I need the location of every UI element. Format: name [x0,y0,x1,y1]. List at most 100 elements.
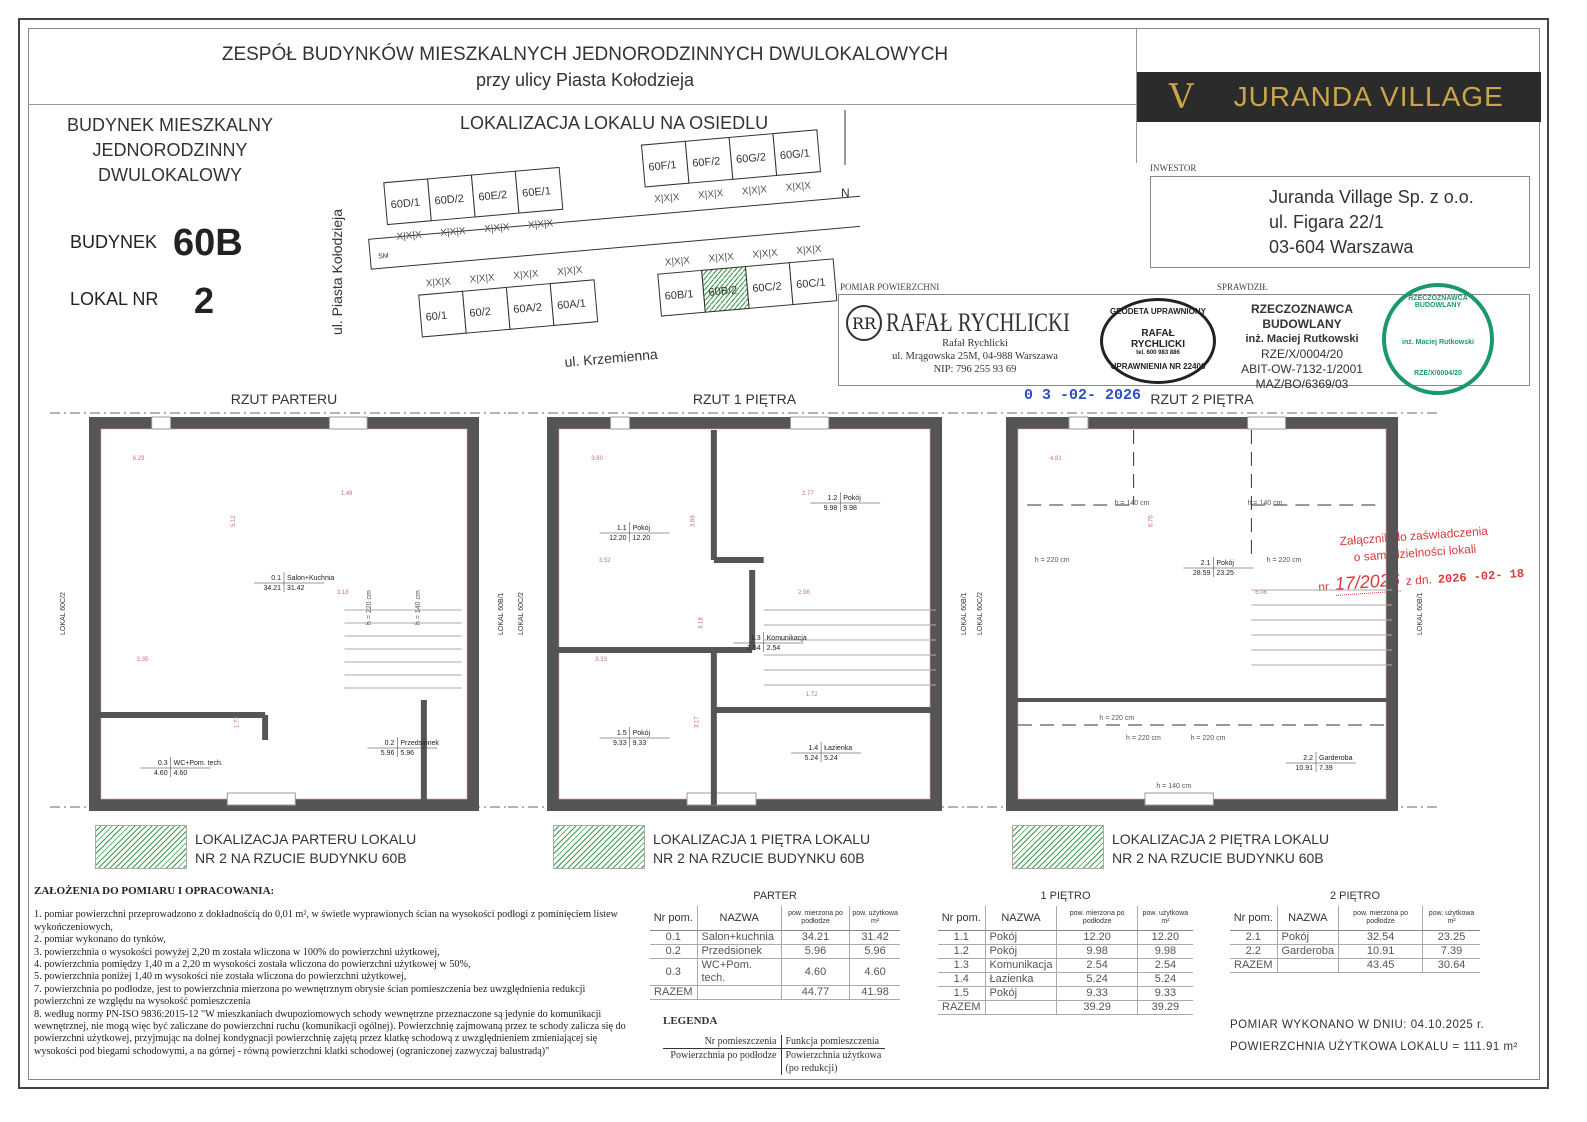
location-thumbnail [553,825,645,869]
window [789,416,830,430]
table-title: 2 PIĘTRO [1329,890,1381,902]
column-header: pow. mierzona po podłodze [780,906,850,931]
surveyor-person: Rafał Rychlicki [942,338,1008,349]
dimension-label: 6.29 [133,456,145,462]
site-unit-label: 60D/2 [434,193,464,208]
logo-name: JURANDA VILLAGE [1233,81,1504,112]
table-cell: WC+Pom. tech. [696,958,782,986]
site-unit [772,129,822,177]
location-caption-line: NR 2 NA RZUCIE BUDYNKU 60B [1112,850,1324,866]
site-unit-label: 60A/1 [557,298,587,312]
building-type-line: JEDNORODZINNY DWULOKALOWY [92,140,248,185]
street-bottom: ul. Krzemienna [564,346,659,370]
table-cell: 1.1 [938,930,985,945]
window [151,416,172,430]
window [686,792,757,806]
dimension-label: 3.33 [595,657,607,663]
window [1247,416,1287,430]
site-unit [514,166,564,214]
column-header: pow. mierzona po podłodze [1056,906,1138,931]
room-number: 1.1 [617,525,627,532]
building-type-line: BUDYNEK MIESZKALNY [66,115,274,135]
table-cell: 0.1 [650,930,697,945]
road [368,195,860,270]
table-cell [1276,958,1339,973]
room-area-floor: 28.59 [1193,570,1211,577]
column-header: pow. mierzona po podłodze [1338,906,1423,931]
parking-label: X|X|X [557,265,583,278]
parking-label: X|X|X [741,184,767,197]
note-item: 5. powierzchnia poniżej 1,40 m wysokości… [34,971,407,983]
neighbor-label-right: LOKAL 60B/1 [961,592,968,635]
seal-text: inż. Maciej Rutkowski [1402,339,1474,346]
neighbor-label-left: LOKAL 60C/2 [518,592,525,635]
note-item: 2. pomiar wykonano do tynków, [34,934,166,946]
date-stamp: 0 3 -02- 2026 [1024,387,1142,404]
plan-title: RZUT 1 PIĘTRA [692,391,797,407]
checker-id: MAZ/BO/6369/03 [1255,377,1349,391]
table-cell: 1.4 [938,972,985,987]
investor-label: INWESTOR [1150,163,1197,173]
parking-label: X|X|X [425,276,451,289]
table-cell: 0.3 [650,958,697,986]
table-cell: Łazienka [984,972,1057,987]
table-cell: 5.24 [1136,972,1193,987]
parking-label: X|X|X [698,188,724,201]
table-cell: RAZEM [650,985,697,1000]
table-cell: 43.45 [1338,958,1423,973]
room-name: Komunikacja [767,635,807,642]
summary-area: 111.91 [1463,1041,1500,1053]
table-cell: Pokój [984,986,1057,1001]
dimension-label: 2.77 [802,491,814,497]
column-header: pow. użytkowa m² [1136,906,1193,931]
dimension-label: 3.18 [337,590,349,596]
room-area-floor: 4.60 [154,770,168,777]
room-number: 0.2 [385,740,395,747]
table-cell: Pokój [1276,930,1339,945]
window [609,416,631,430]
room-number: 1.3 [751,635,761,642]
legend-nr: Nr pomieszczenia [663,1035,782,1049]
legend-usable-note: (po redukcji) [785,1063,838,1074]
site-unit-label: 60F/1 [648,159,677,173]
table-cell: 30.64 [1422,958,1480,973]
summary-date-label: POMIAR WYKONANO W DNIU: [1230,1019,1407,1031]
dimension-label: 1.72 [806,692,818,698]
parking-label: X|X|X [513,269,539,282]
height-label: h = 140 cm [1115,500,1150,507]
parking-label: X|X|X [484,222,510,235]
room-name: Pokój [633,730,651,737]
site-unit-label: 60E/1 [522,185,552,199]
room-area-floor: 2.54 [747,645,761,652]
signature-box [838,294,1530,386]
room-area-usable: 4.60 [174,770,188,777]
table-cell: 31.42 [849,930,900,945]
surveyor-logo: RR RAFAŁ RYCHLICKI [846,305,1116,341]
site-unit-label: 60B/1 [664,288,694,302]
site-unit-label: 60F/2 [692,155,721,169]
parking-label: X|X|X [664,255,690,268]
table-cell: 9.33 [1136,986,1193,1001]
seal-text: UPRAWNIENIA NR 22400 [1110,362,1206,371]
column-header: NAZWA [1276,906,1339,931]
table-cell: 2.1 [1230,930,1277,945]
parking-label: X|X|X [469,272,495,285]
plan-title: RZUT 2 PIĘTRA [1150,391,1254,407]
table-cell: 39.29 [1056,1000,1138,1015]
table-cell: 1.3 [938,958,985,973]
location-caption-line: LOKALIZACJA 2 PIĘTRA LOKALU [1112,831,1330,847]
room-number: 0.1 [271,575,281,582]
seal-text: RZECZOZNAWCA BUDOWLANY [1408,295,1468,309]
dimension-label: 3.52 [599,558,611,564]
table-cell: 1.2 [938,944,985,959]
sm-label: SM [378,253,389,261]
room-area-usable: 5.96 [400,750,414,757]
seal-text: RYCHLICKI [1130,339,1186,350]
dimension-label: 6.76 [1149,515,1155,527]
